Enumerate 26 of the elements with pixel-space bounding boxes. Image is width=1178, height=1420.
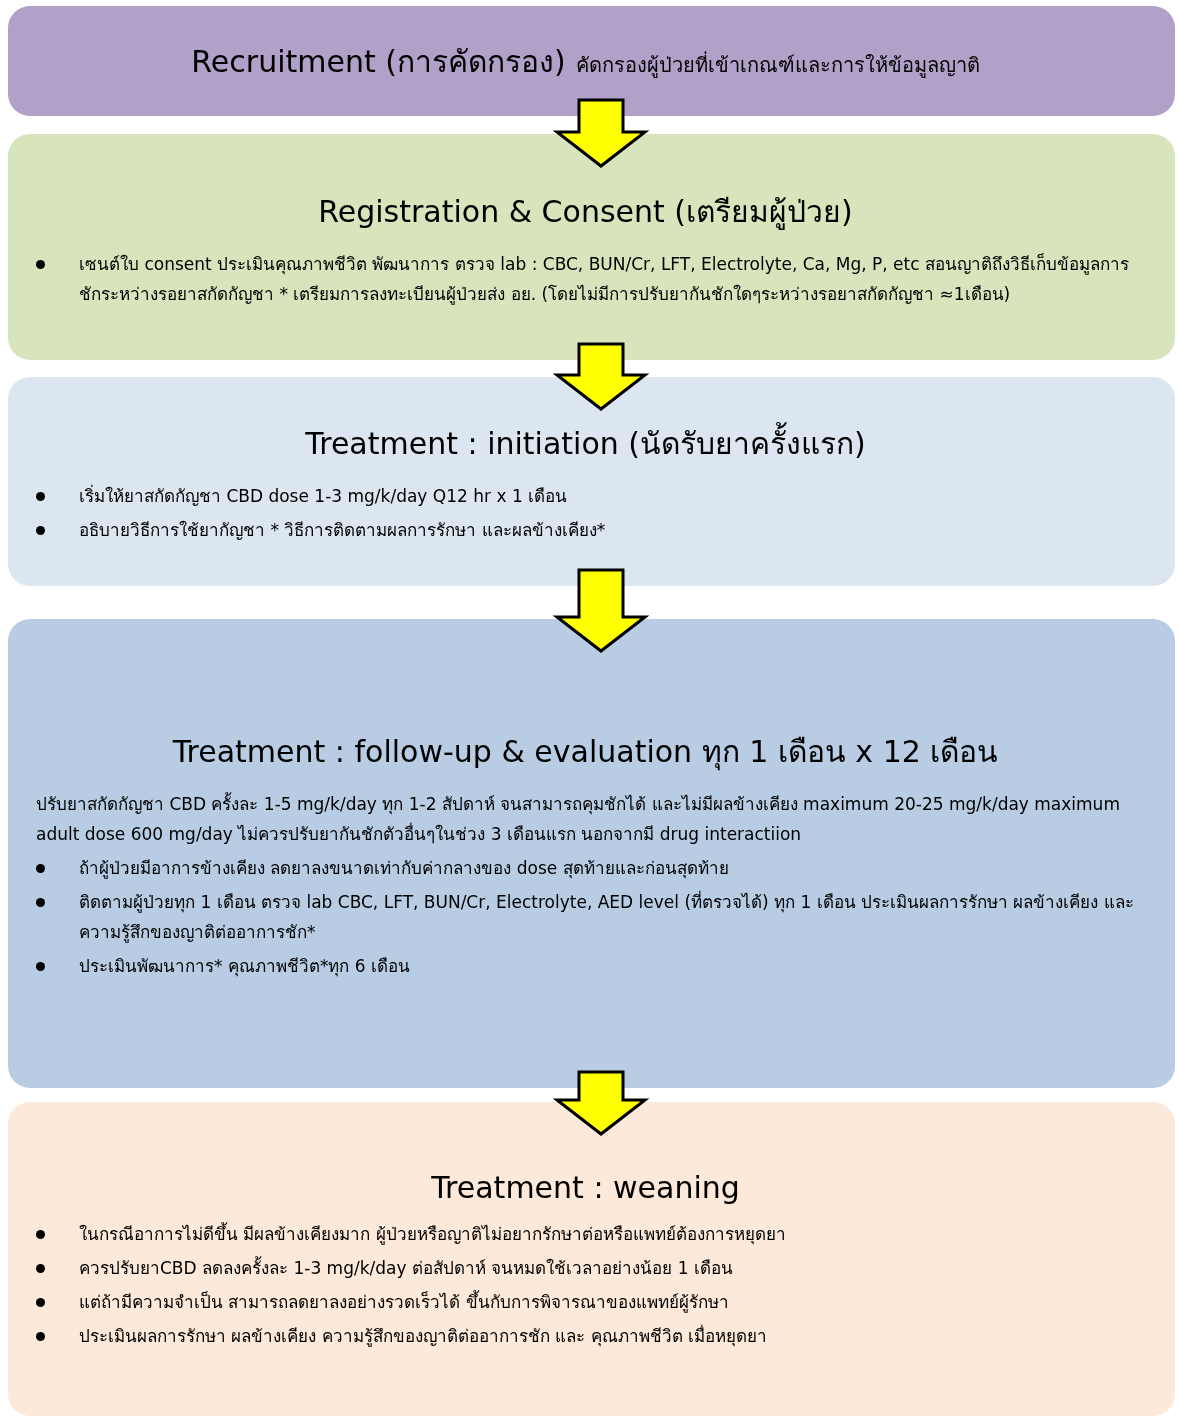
bullet-text: ในกรณีอาการไม่ดีขึ้น มีผลข้างเคียงมาก ผู้ป่วยหรือญาติไม่อยากรักษาต่อหรือแพทย์ต้องการหยุดยา bbox=[79, 1221, 786, 1247]
bullet-text: เริ่มให้ยาสกัดกัญชา CBD dose 1-3 mg/k/day Q12 hr x 1 เดือน bbox=[79, 483, 568, 508]
bullet-text: ติดตามผู้ป่วยทุก 1 เดือน ตรวจ lab CBC, LFT, BUN/Cr, Electrolyte, AED level (ที่ตรวจได้) ทุก 1 เดือน ประเมินผลการรักษา ผลข้างเคียง และ ความรู้สึกของญาติต่ออาการชัก* bbox=[79, 889, 1135, 945]
stage-box bbox=[8, 619, 1175, 1088]
bullet-text: เซนต์ใบ consent ประเมินคุณภาพชีวิต พัฒนาการ ตรวจ lab : CBC, BUN/Cr, LFT, Electrolyte, Ca, Mg, P, etc สอนญาติถึงวิธีเก็บข้อมูลการชักระหว่างรอยาสกัดกัญชา * เตรียมการลงทะเบียนผู้ป่วยส่ง อย. (โดยไม่มีการปรับยากันชักใดๆระหว่างรอยาสกัดกัญชา ≈1เดือน) bbox=[79, 252, 1130, 307]
stage-heading: Treatment : follow-up & evaluation ทุก 1 เดือน x 12 เดือน bbox=[171, 733, 1000, 773]
bullet-text: ถ้าผู้ป่วยมีอาการข้างเคียง ลดยาลงขนาดเท่ากับค่ากลางของ dose สุดท้ายและก่อนสุดท้าย bbox=[79, 857, 729, 881]
bullet-text: ประเมินพัฒนาการ* คุณภาพชีวิต*ทุก 6 เดือน bbox=[79, 955, 411, 979]
stage-heading: Treatment : initiation (นัดรับยาครั้งแรก) bbox=[36, 420, 1135, 467]
stage-box bbox=[8, 377, 1175, 586]
paragraph: ปรับยาสกัดกัญชา CBD ครั้งละ 1-5 mg/k/day ทุก 1-2 สัปดาห์ จนสามารถคุมชักได้ และไม่มีผลข้างเคียง maximum 20-25 mg/k/day maximum adult dose 600 mg/day ไม่ควรปรับยากันชักตัวอื่นๆในช่วง 3 เดือนแรก นอกจากมี drug interactiion bbox=[36, 791, 1121, 846]
block-arrow bbox=[552, 568, 650, 653]
stage-description: คัดกรองผู้ป่วยที่เข้าเกณฑ์และการให้ข้อมูลญาติ bbox=[575, 50, 980, 80]
bullet-text: แต่ถ้ามีความจำเป็น สามารถลดยาลงอย่างรวดเร็วได้ ขึ้นกับการพิจารณาของแพทย์ผู้รักษา bbox=[79, 1289, 729, 1315]
block-arrow bbox=[552, 98, 650, 168]
bullet-text: ควรปรับยาCBD ลดลงครั้งละ 1-3 mg/k/day ต่อสัปดาห์ จนหมดใช้เวลาอย่างน้อย 1 เดือน bbox=[79, 1255, 733, 1280]
block-arrow bbox=[552, 1070, 650, 1136]
block-arrow bbox=[552, 342, 650, 411]
bullet-text: ประเมินผลการรักษา ผลข้างเคียง ความรู้สึกของญาติต่ออาการชัก และ คุณภาพชีวิต เมื่อหยุดยา bbox=[79, 1323, 768, 1349]
stage-heading: Treatment : weaning bbox=[430, 1169, 741, 1205]
stage-box bbox=[8, 6, 1175, 116]
stage-box bbox=[8, 1102, 1175, 1416]
stage-box bbox=[8, 134, 1175, 360]
stage-heading: Recruitment (การคัดกรอง) bbox=[191, 42, 566, 81]
stage-heading: Registration & Consent (เตรียมผู้ป่วย) bbox=[317, 192, 854, 232]
bullet-text: อธิบายวิธีการใช้ยากัญชา * วิธีการติดตามผลการรักษา และผลข้างเคียง* bbox=[79, 519, 606, 542]
